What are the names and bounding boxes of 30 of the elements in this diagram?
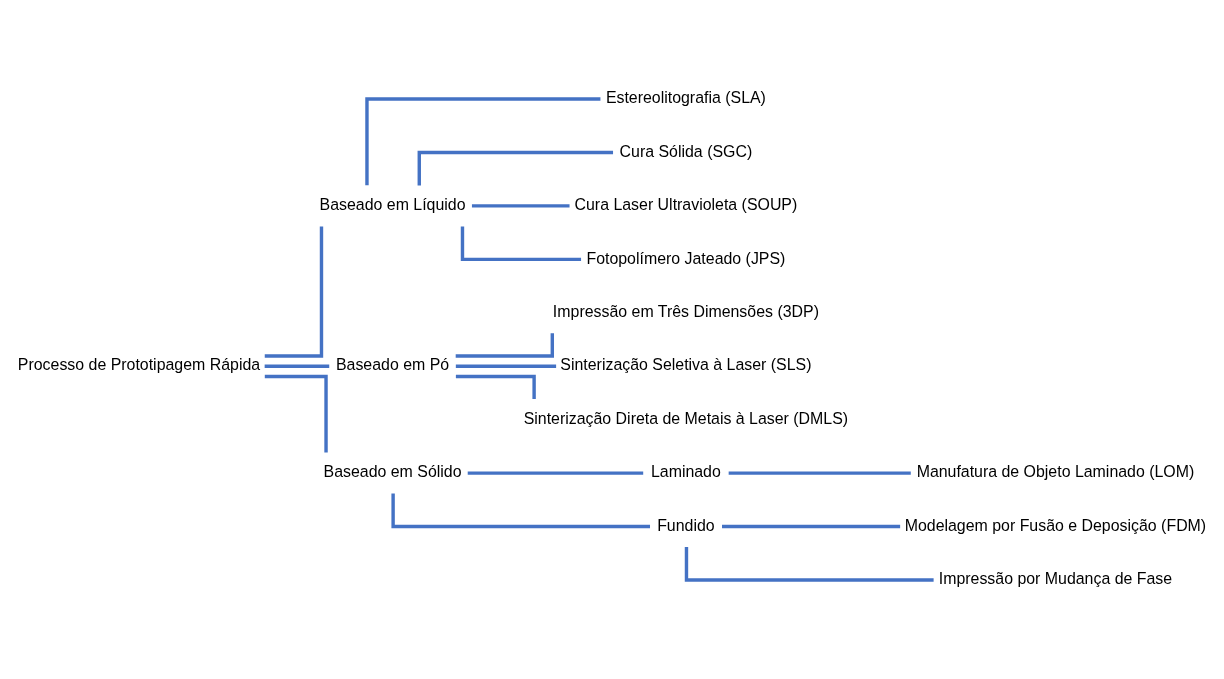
node-text: Baseado em Sólido	[323, 463, 462, 481]
connector	[365, 97, 601, 186]
connector	[728, 471, 911, 475]
node-text: Cura Sólida (SGC)	[619, 142, 753, 160]
connector	[467, 471, 644, 475]
node-text: Impressão em Três Dimensões (3DP)	[552, 302, 819, 320]
node-text: Sinterização Direta de Metais à Laser (DMLS)	[523, 409, 849, 427]
node-text: Impressão por Mudança de Fase	[938, 570, 1173, 588]
connector	[264, 374, 328, 453]
node-text: Cura Laser Ultravioleta (SOUP)	[574, 196, 798, 214]
connector	[264, 364, 330, 368]
node-text: Baseado em Líquido	[319, 196, 466, 214]
connector	[417, 150, 614, 186]
node-text: Processo de Prototipagem Rápida	[17, 356, 261, 374]
connector	[722, 524, 901, 529]
node-text: Modelagem por Fusão e Deposição (FDM)	[904, 516, 1207, 534]
connector	[455, 333, 554, 358]
connector	[460, 226, 582, 262]
connector	[264, 226, 324, 358]
connector	[455, 364, 557, 368]
node-text: Manufatura de Objeto Laminado (LOM)	[916, 463, 1195, 481]
node-text: Estereolitografia (SLA)	[605, 89, 766, 107]
connector	[684, 547, 934, 582]
connector	[471, 204, 570, 208]
connector	[391, 493, 650, 529]
node-text: Fotopolímero Jateado (JPS)	[586, 249, 786, 267]
node-text: Fundido	[657, 516, 715, 534]
node-text: Baseado em Pó	[335, 356, 450, 374]
node-text: Sinterização Seletiva à Laser (SLS)	[560, 356, 812, 374]
node-text: Laminado	[650, 463, 721, 481]
